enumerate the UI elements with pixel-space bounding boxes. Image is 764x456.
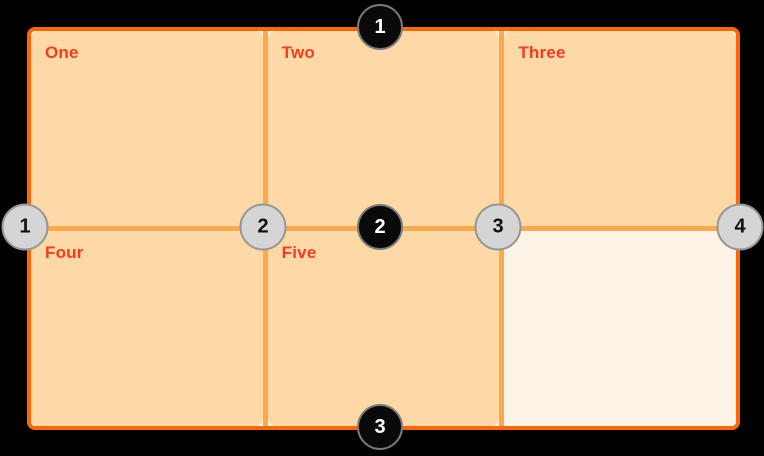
cell-label-five: Five <box>281 243 317 262</box>
cell-label-two: Two <box>281 43 315 62</box>
column-line-badge-1: 1 <box>1 203 49 251</box>
grid-cells: One Two Three Four Five <box>31 31 736 426</box>
grid-cell-empty <box>504 231 736 426</box>
grid-cell-two: Two <box>267 31 500 226</box>
grid-cell-one: One <box>31 31 263 226</box>
column-line-badge-4: 4 <box>716 203 764 251</box>
cell-label-four: Four <box>45 243 84 262</box>
row-line-badge-1: 1 <box>357 4 403 50</box>
row-line-badge-3: 3 <box>357 404 403 450</box>
column-line-badge-3: 3 <box>474 203 522 251</box>
grid-cell-four: Four <box>31 231 263 426</box>
grid-cell-three: Three <box>504 31 736 226</box>
row-line-badge-2: 2 <box>357 204 403 250</box>
cell-label-three: Three <box>518 43 566 62</box>
grid-cell-five: Five <box>267 231 500 426</box>
column-line-badge-2: 2 <box>239 203 287 251</box>
cell-label-one: One <box>45 43 79 62</box>
